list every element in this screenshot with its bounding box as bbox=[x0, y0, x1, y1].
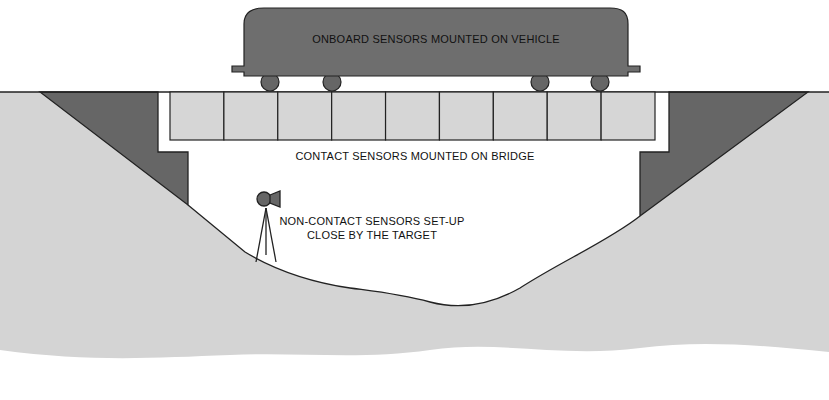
left-abutment bbox=[40, 92, 188, 205]
sensor-label: NON-CONTACT SENSORS SET-UP CLOSE BY THE … bbox=[277, 214, 467, 242]
deck-segment bbox=[386, 92, 440, 140]
deck-segment bbox=[493, 92, 547, 140]
deck-segment bbox=[332, 92, 386, 140]
right-abutment bbox=[640, 92, 808, 216]
deck-segment bbox=[547, 92, 601, 140]
valley-profile bbox=[188, 205, 640, 306]
deck-segment bbox=[170, 92, 224, 140]
deck-segment bbox=[224, 92, 278, 140]
deck-segment bbox=[601, 92, 655, 140]
deck-segment bbox=[278, 92, 332, 140]
valley bbox=[158, 92, 669, 306]
deck-segment bbox=[439, 92, 493, 140]
rail-vehicle: ONBOARD SENSORS MOUNTED ON VEHICLE bbox=[230, 4, 642, 78]
sensor-label: CONTACT SENSORS MOUNTED ON BRIDGE bbox=[255, 149, 575, 163]
camera-tripod bbox=[256, 191, 280, 262]
ground bbox=[0, 92, 829, 358]
bridge-deck bbox=[170, 92, 655, 140]
vehicle-label: ONBOARD SENSORS MOUNTED ON VEHICLE bbox=[230, 33, 642, 45]
